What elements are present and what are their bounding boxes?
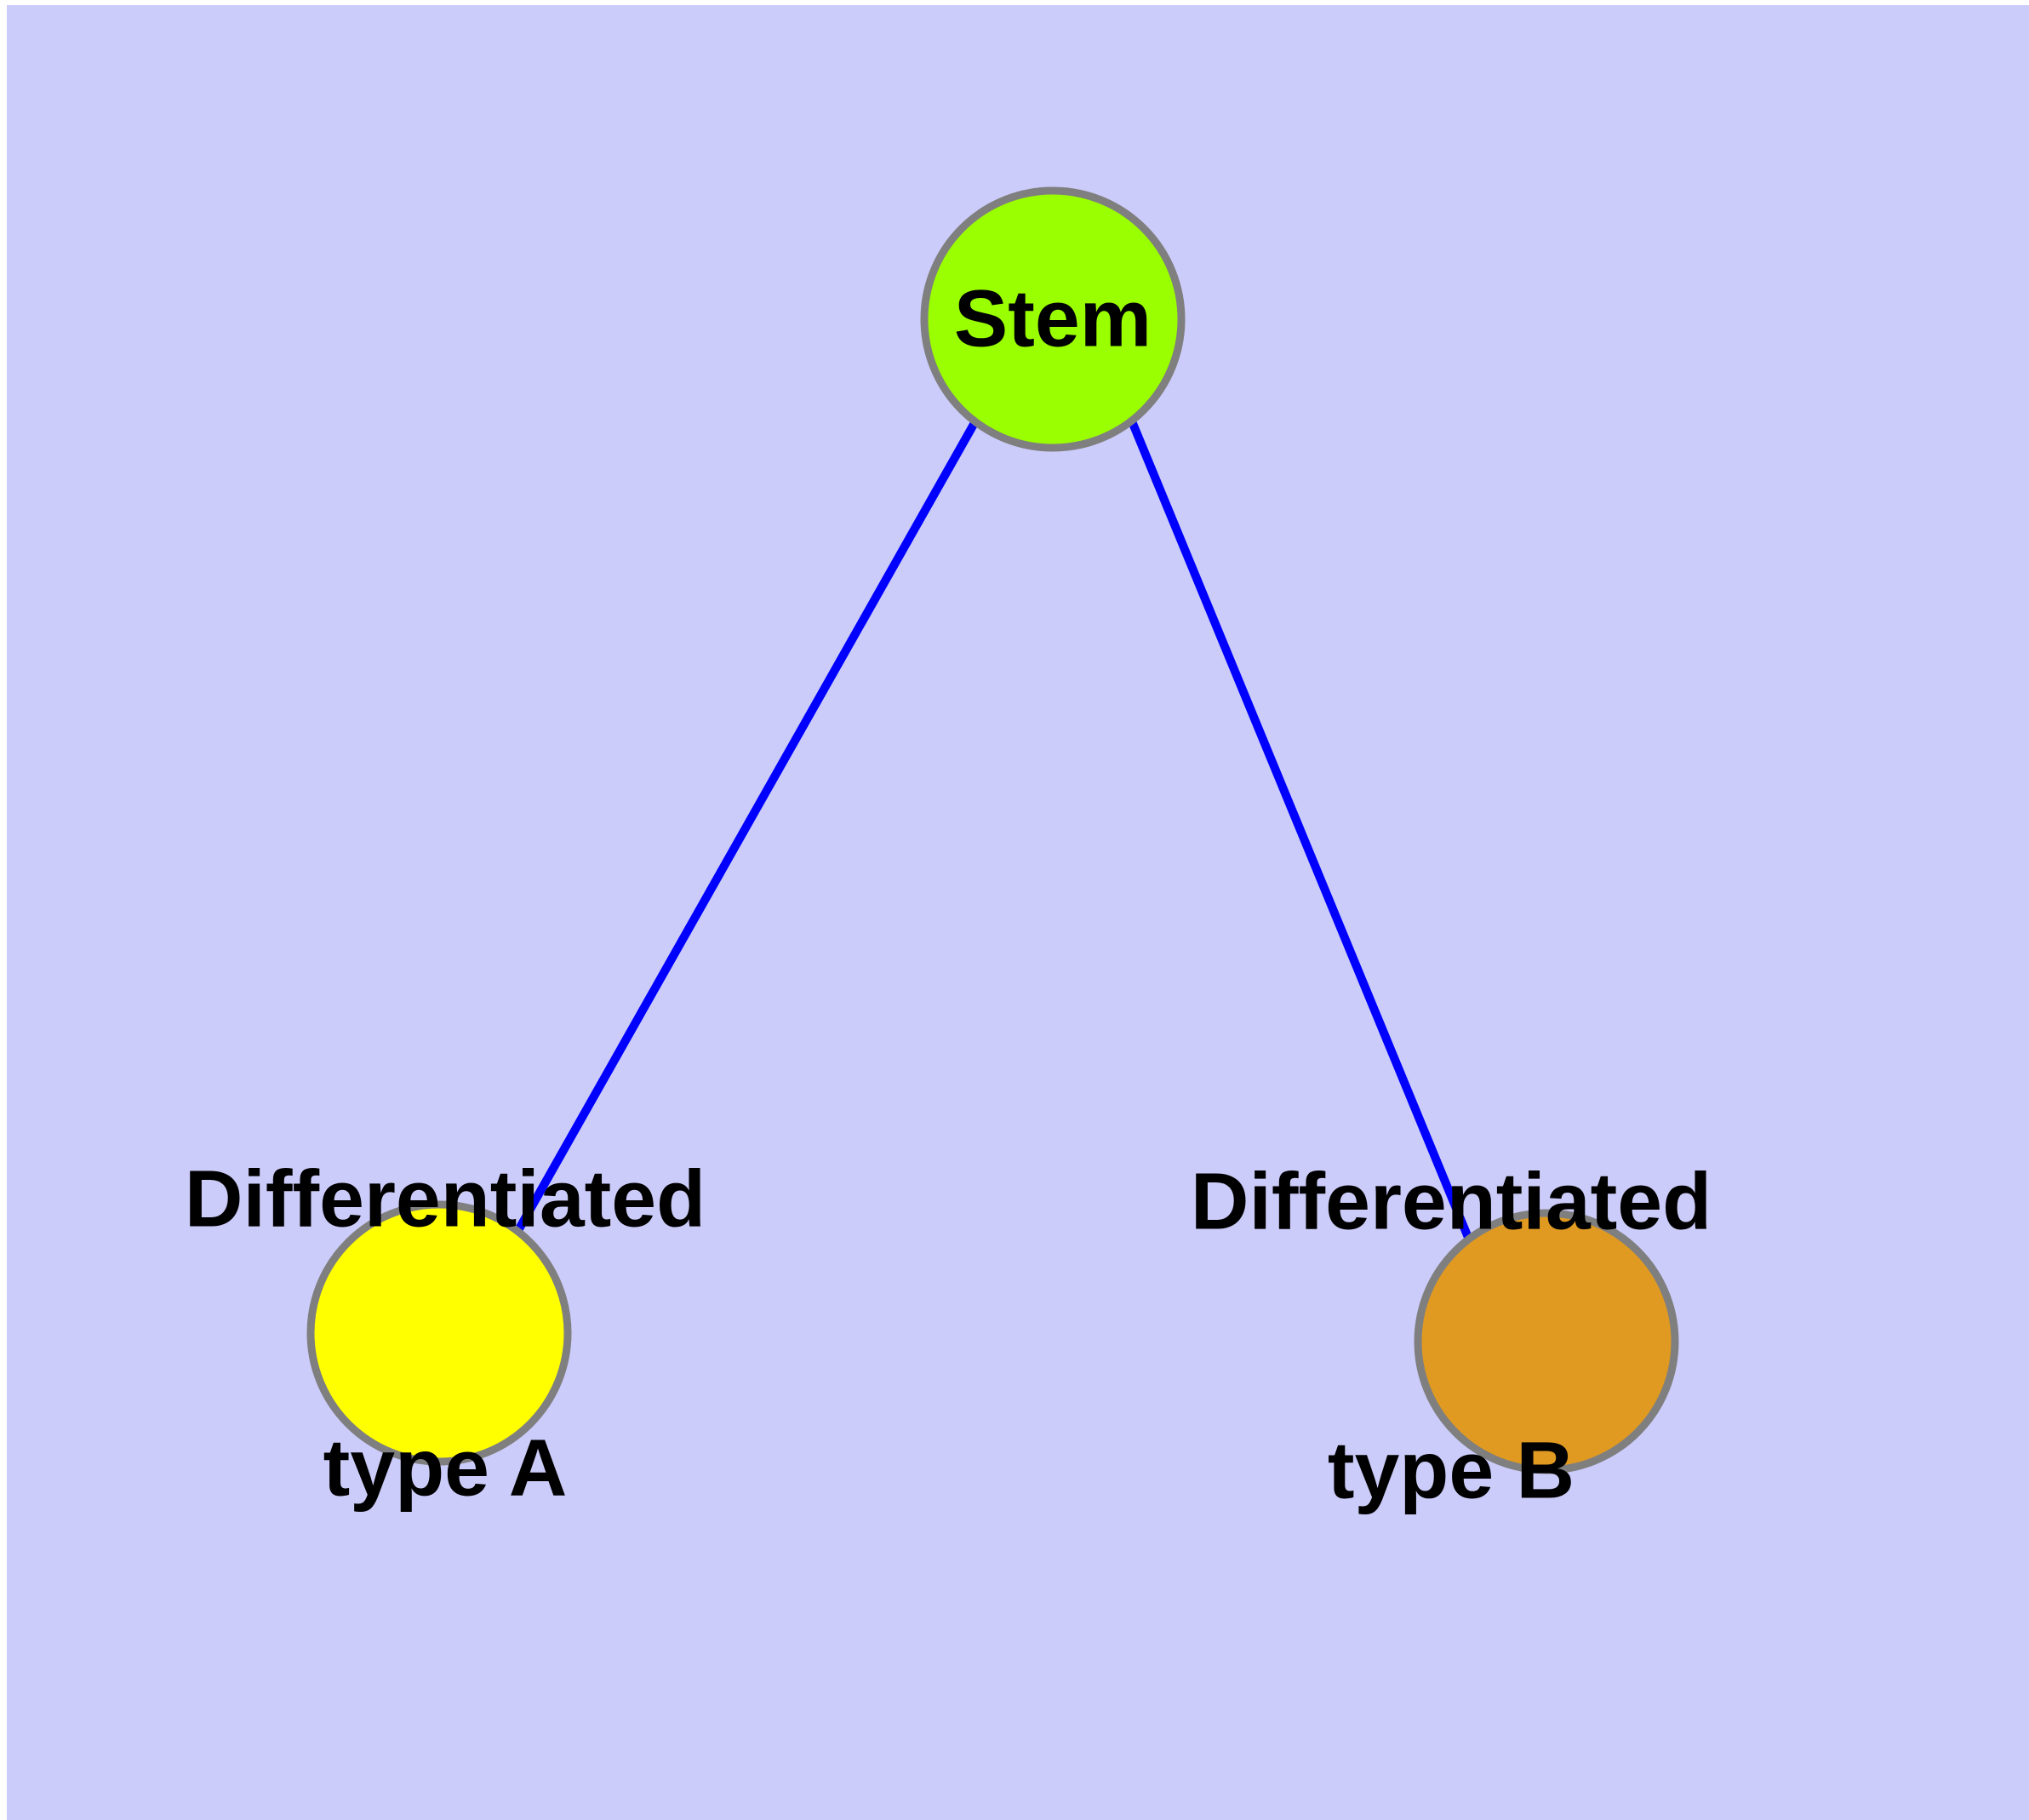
edge-stem-to-differentiated-a[interactable] (513, 419, 980, 1234)
node-differentiated-type-a[interactable] (306, 1200, 572, 1466)
node-differentiated-type-b[interactable] (1414, 1209, 1679, 1474)
edge-stem-to-differentiated-b[interactable] (1128, 420, 1473, 1241)
edge-layer (513, 419, 1473, 1241)
node-layer (306, 186, 1679, 1474)
node-stem[interactable] (920, 186, 1186, 452)
